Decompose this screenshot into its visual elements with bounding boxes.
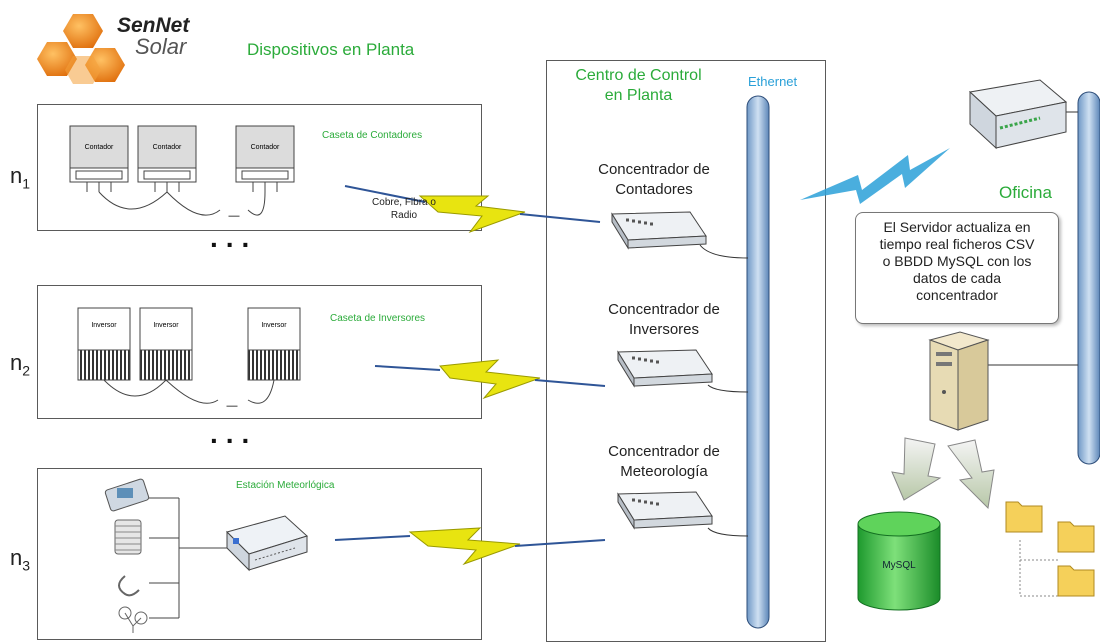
weather-station-graphic bbox=[104, 478, 308, 633]
wireless-link-2 bbox=[374, 359, 606, 400]
wireless-link-1 bbox=[344, 185, 601, 234]
meter-device-icon-1 bbox=[69, 125, 129, 192]
meter-device-label-2: Contador bbox=[153, 144, 182, 151]
meter-device-label-1: Contador bbox=[85, 144, 114, 151]
inverter-gap-dash: — bbox=[227, 400, 238, 412]
ellipsis-2: ... bbox=[210, 418, 258, 449]
inverter-device-icon-1 bbox=[77, 307, 131, 381]
weather-station-title: Estación Meteorlógica bbox=[236, 480, 335, 491]
folder-icon-child-1 bbox=[1057, 521, 1095, 553]
data-logger-icon bbox=[226, 515, 308, 572]
group-index-n1: n1 bbox=[10, 163, 31, 192]
inverter-device-label-3: Inversor bbox=[261, 322, 287, 329]
database-label: MySQL bbox=[882, 560, 916, 571]
switch-icon-inverters bbox=[617, 349, 713, 388]
meter-device-label-3: Contador bbox=[251, 144, 280, 151]
group-index-n2: n2 bbox=[10, 350, 31, 379]
ethernet-label: Ethernet bbox=[748, 74, 798, 89]
meter-concentrator-link bbox=[699, 244, 749, 259]
meter-device-icon-3 bbox=[235, 125, 295, 192]
concentrator-label-meters: Concentrador de Contadores bbox=[598, 161, 710, 198]
link-medium-label: Cobre, Fibra o Radio bbox=[372, 197, 436, 221]
switch-icon-meters bbox=[611, 211, 707, 250]
meter-gap-dash: — bbox=[229, 210, 240, 222]
brand-name: SenNet bbox=[117, 14, 190, 37]
brand-subname: Solar bbox=[135, 34, 187, 59]
mysql-database-icon: MySQL bbox=[857, 511, 941, 611]
router-icon bbox=[968, 79, 1068, 150]
wireless-link-office bbox=[800, 148, 950, 204]
control-center-heading: Centro de Control en Planta bbox=[575, 67, 702, 104]
irradiance-sensor-icon bbox=[104, 478, 150, 512]
inverter-house-title: Caseta de Inversores bbox=[330, 313, 426, 324]
output-arrow-files-icon bbox=[947, 439, 995, 510]
office-links bbox=[980, 111, 1078, 366]
group-index-n3: n3 bbox=[10, 545, 31, 574]
server-note-box: El Servidor actualiza en tiempo real fic… bbox=[855, 212, 1059, 324]
meter-group-graphic: Contador Contador Contador — bbox=[69, 125, 295, 222]
concentrator-label-weather: Concentrador de Meteorología bbox=[608, 443, 720, 480]
office-bus-bar bbox=[1077, 91, 1100, 465]
folder-tree-icon bbox=[1005, 501, 1095, 597]
hexagon-logo-icon bbox=[37, 14, 125, 84]
office-heading: Oficina bbox=[999, 183, 1052, 202]
folder-icon-child-2 bbox=[1057, 565, 1095, 597]
switch-icon-weather bbox=[617, 491, 713, 530]
server-note-text: El Servidor actualiza en tiempo real fic… bbox=[879, 219, 1035, 303]
field-devices-heading: Dispositivos en Planta bbox=[247, 40, 415, 59]
sensor-probe-icon bbox=[118, 575, 140, 597]
weather-concentrator-link bbox=[707, 527, 749, 537]
inverter-device-label-1: Inversor bbox=[91, 322, 117, 329]
sennet-solar-logo: SenNet Solar bbox=[35, 10, 205, 90]
meter-device-icon-2 bbox=[137, 125, 197, 192]
ethernet-bus-bar bbox=[746, 95, 770, 629]
inverter-device-icon-2 bbox=[139, 307, 193, 381]
concentrator-label-inverters: Concentrador de Inversores bbox=[608, 301, 720, 338]
inverter-device-label-2: Inversor bbox=[153, 322, 179, 329]
meter-house-title: Caseta de Contadores bbox=[322, 130, 423, 141]
server-icon bbox=[928, 331, 990, 431]
temperature-sensor-icon bbox=[114, 519, 142, 555]
folder-icon-root bbox=[1005, 501, 1043, 533]
inverter-concentrator-link bbox=[707, 384, 749, 393]
wireless-link-3 bbox=[334, 527, 606, 566]
inverter-group-graphic: Inversor Inversor Inversor — bbox=[77, 307, 301, 412]
output-arrow-database-icon bbox=[891, 437, 942, 501]
ellipsis-1: ... bbox=[210, 222, 258, 253]
